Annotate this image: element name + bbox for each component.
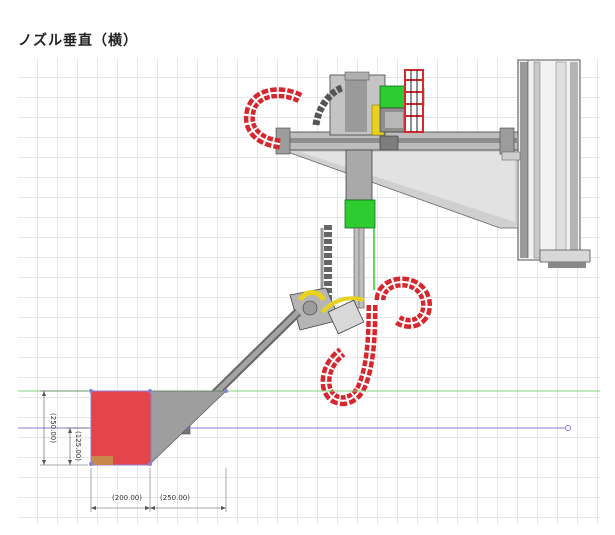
dimension-annotations: (250.00) (125.00) (200.00) (250.00) (40, 390, 227, 512)
cable-chain-vertical (404, 69, 424, 133)
gantry-arm (275, 127, 521, 229)
page-title: ノズル垂直（横） (18, 33, 138, 49)
cable-chain-dark (320, 225, 332, 300)
dimension-height-total: (250.00) (49, 413, 57, 443)
target-zone (89, 389, 228, 466)
vertical-column (344, 149, 376, 309)
dimension-width-left: (200.00) (112, 494, 142, 502)
rotary-joint (289, 287, 365, 335)
machine-frame (517, 59, 591, 268)
cable-chain-upper-left (243, 84, 344, 150)
dimension-height-half: (125.00) (74, 431, 82, 461)
cable-chain-s-shape (320, 276, 432, 407)
dimension-width-right: (250.00) (160, 494, 190, 502)
